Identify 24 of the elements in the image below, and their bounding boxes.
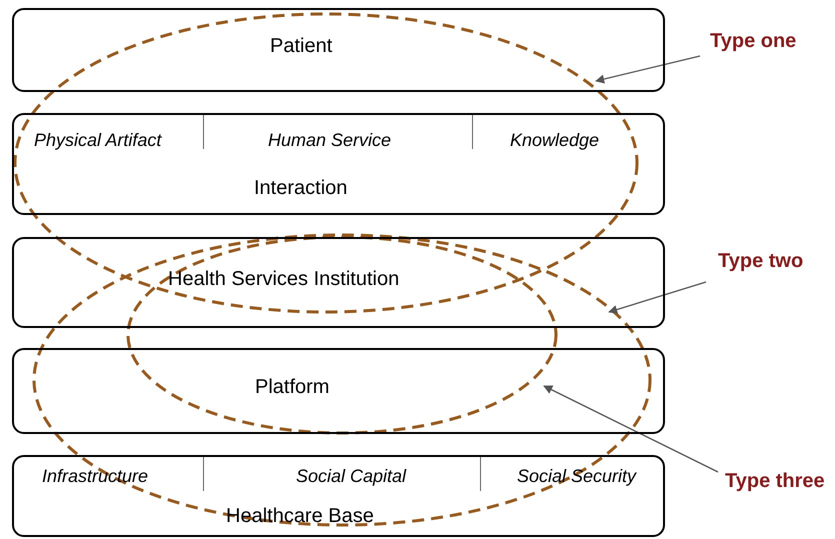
category-label: Human Service: [268, 129, 392, 152]
layer-title: Health Services Institution: [168, 267, 400, 291]
leader-arrow: [595, 55, 700, 84]
layer-title: Interaction: [254, 176, 348, 200]
dashed-ellipse: [32, 234, 652, 526]
layer-box: [12, 237, 665, 328]
category-label: Infrastructure: [42, 465, 148, 488]
category-label: Physical Artifact: [34, 129, 162, 152]
layer-box: [12, 455, 665, 537]
dashed-ellipse: [14, 12, 638, 314]
leader-arrow: [543, 385, 718, 473]
category-label: Social Security: [517, 465, 636, 488]
type-label: Type one: [710, 30, 796, 53]
dashed-ellipse: [126, 236, 558, 434]
layer-title: Platform: [255, 375, 330, 399]
layer-title: Healthcare Base: [226, 504, 374, 528]
layer-title: Patient: [270, 34, 332, 58]
leader-arrow: [608, 281, 706, 314]
layer-box: [12, 8, 665, 92]
layer-box: [12, 348, 665, 434]
category-label: Social Capital: [296, 465, 406, 488]
category-label: Knowledge: [510, 129, 600, 152]
type-label: Type two: [718, 250, 804, 273]
type-label: Type three: [725, 470, 825, 493]
